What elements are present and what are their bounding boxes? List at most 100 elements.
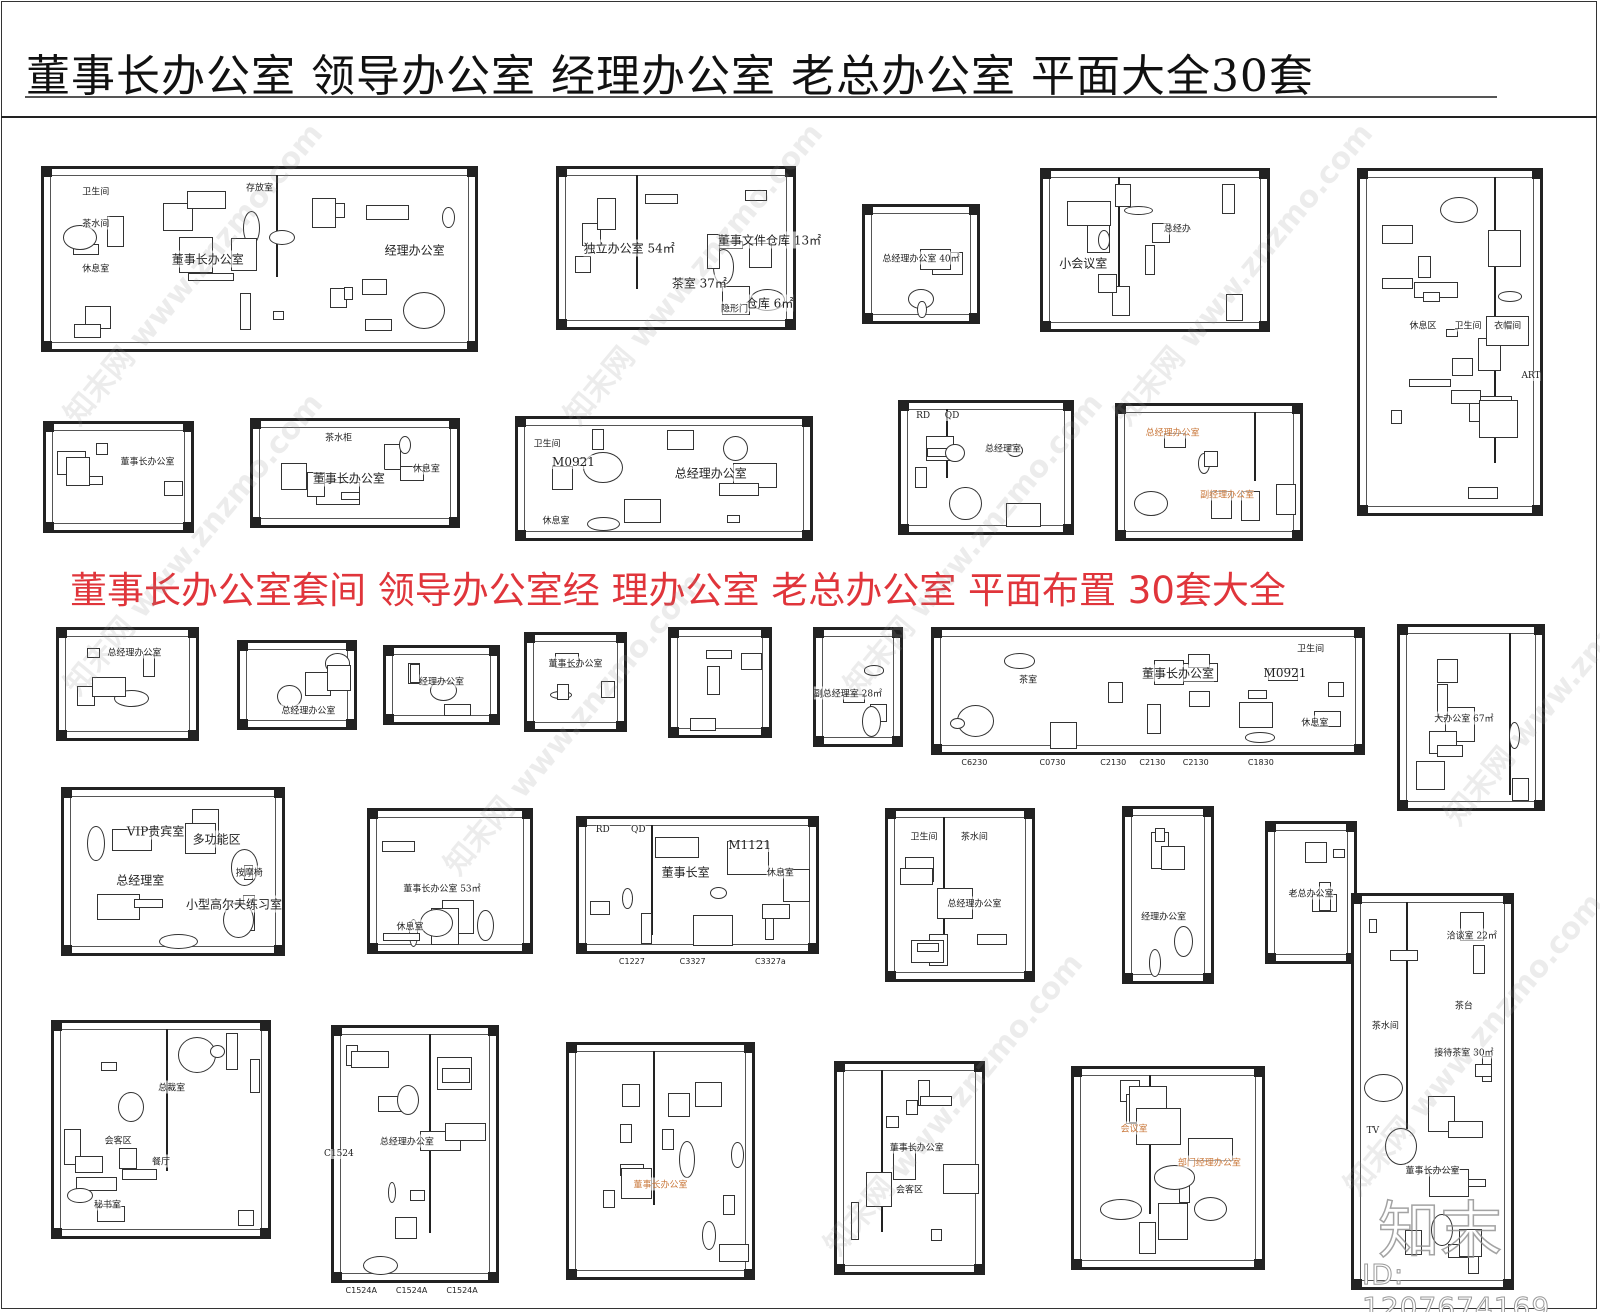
room-label: 隐形门 <box>720 301 749 315</box>
column <box>188 730 196 738</box>
window-code-label: C6230 <box>961 758 988 767</box>
column <box>240 643 248 651</box>
furniture <box>304 671 331 697</box>
column <box>183 424 191 432</box>
room-label: 经理办公室 <box>384 241 445 259</box>
furniture <box>1108 682 1124 703</box>
column <box>274 945 282 953</box>
room-label: 总经理室 <box>116 871 165 889</box>
room-label: 卫生间 <box>1454 318 1482 332</box>
furniture <box>327 665 351 691</box>
inner-wall <box>259 427 451 519</box>
room-label: 卫生间 <box>533 436 561 450</box>
furniture <box>689 717 716 731</box>
furniture <box>384 444 402 470</box>
furniture <box>134 899 163 908</box>
inner-wall <box>392 654 491 716</box>
furniture <box>1405 1229 1422 1256</box>
column <box>1024 971 1032 979</box>
furniture <box>622 1084 641 1107</box>
furniture <box>1144 245 1156 276</box>
furniture <box>1488 230 1522 267</box>
round-table <box>1440 196 1479 224</box>
column <box>901 524 909 532</box>
partition-wall <box>1509 633 1511 795</box>
column <box>488 1272 496 1280</box>
room-label: 卫生间 <box>82 184 110 198</box>
column <box>1254 1259 1262 1267</box>
furniture <box>727 514 741 524</box>
round-table <box>587 517 621 532</box>
room-label: TV <box>1366 1125 1380 1136</box>
column <box>1043 321 1051 329</box>
column <box>671 727 679 735</box>
column <box>934 744 942 752</box>
inner-wall <box>940 636 1356 746</box>
column <box>386 648 394 656</box>
window-code-label: C2130 <box>1100 758 1127 767</box>
column <box>559 169 567 177</box>
furniture <box>381 840 415 853</box>
furniture <box>556 684 569 700</box>
inner-wall <box>1406 633 1536 802</box>
column <box>522 811 530 819</box>
column <box>1125 973 1133 981</box>
round-table <box>1509 722 1520 750</box>
column <box>1125 809 1133 817</box>
room-label: 休息室 <box>542 513 570 527</box>
room-label: 秘书室 <box>93 1197 122 1211</box>
room-label: 休息室 <box>412 461 440 475</box>
floor-plan: 副总经理室 28㎡ <box>813 627 903 747</box>
column <box>44 341 52 349</box>
furniture <box>706 649 732 660</box>
column <box>183 522 191 530</box>
column <box>1354 630 1362 638</box>
room-label: M0921 <box>552 454 595 469</box>
furniture <box>666 430 695 450</box>
room-label: 餐厅 <box>151 1154 171 1168</box>
floor-plan: 会议室部门经理办公室 <box>1071 1066 1265 1270</box>
room-label: 董事长办公室 <box>548 656 603 670</box>
partition-wall <box>636 175 638 290</box>
column <box>1400 800 1408 808</box>
column <box>559 319 567 327</box>
furniture <box>886 1115 900 1129</box>
column <box>334 1028 342 1036</box>
furniture <box>1474 1064 1492 1078</box>
room-label: 会客区 <box>895 1182 924 1196</box>
column <box>522 943 530 951</box>
room-label: 茶台 <box>1454 998 1473 1012</box>
column <box>785 319 793 327</box>
inner-wall <box>1274 830 1348 955</box>
room-label: QD <box>944 410 960 421</box>
round-table <box>477 909 494 942</box>
round-table <box>1245 731 1275 743</box>
round-table <box>159 934 198 950</box>
floor-plan: 大办公室 67㎡ <box>1397 624 1545 811</box>
column <box>1259 171 1267 179</box>
round-table <box>917 301 927 319</box>
furniture <box>340 491 361 500</box>
furniture <box>1157 1202 1189 1240</box>
column <box>370 811 378 819</box>
column <box>969 313 977 321</box>
column <box>449 517 457 525</box>
furniture <box>351 1050 389 1069</box>
watermark-logo: 知末 <box>1377 1193 1503 1268</box>
inner-wall <box>1080 1075 1256 1261</box>
column <box>816 736 824 744</box>
column <box>744 1269 752 1277</box>
column <box>1024 811 1032 819</box>
inner-wall <box>1366 177 1534 507</box>
column <box>334 1272 342 1280</box>
furniture <box>1327 682 1345 697</box>
furniture <box>1381 224 1413 245</box>
inner-wall <box>1360 902 1505 1281</box>
column <box>1354 896 1362 904</box>
column <box>253 421 261 429</box>
round-table <box>1148 949 1162 977</box>
